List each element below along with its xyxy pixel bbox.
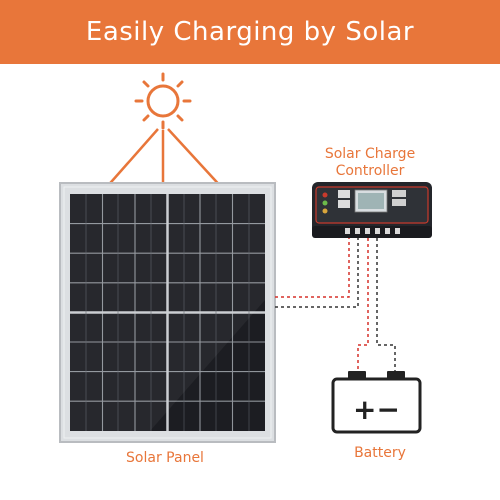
controller-label-line1: Solar Charge: [324, 146, 416, 162]
battery-icon: [331, 371, 422, 434]
panel-label: Solar Panel: [126, 450, 204, 466]
battery-symbol: +−: [353, 393, 400, 426]
panel-wires: [275, 238, 359, 308]
title-banner: Easily Charging by Solar: [0, 0, 500, 64]
page-title: Easily Charging by Solar: [85, 17, 415, 47]
battery-wires: [357, 238, 396, 372]
solar-panel: [59, 182, 276, 443]
battery-label: Battery: [354, 445, 406, 461]
sun-icon: [134, 72, 192, 130]
controller-label-line2: Controller: [335, 163, 405, 179]
charge-controller: [312, 182, 432, 238]
controller-label: Solar Charge Controller: [300, 146, 440, 180]
